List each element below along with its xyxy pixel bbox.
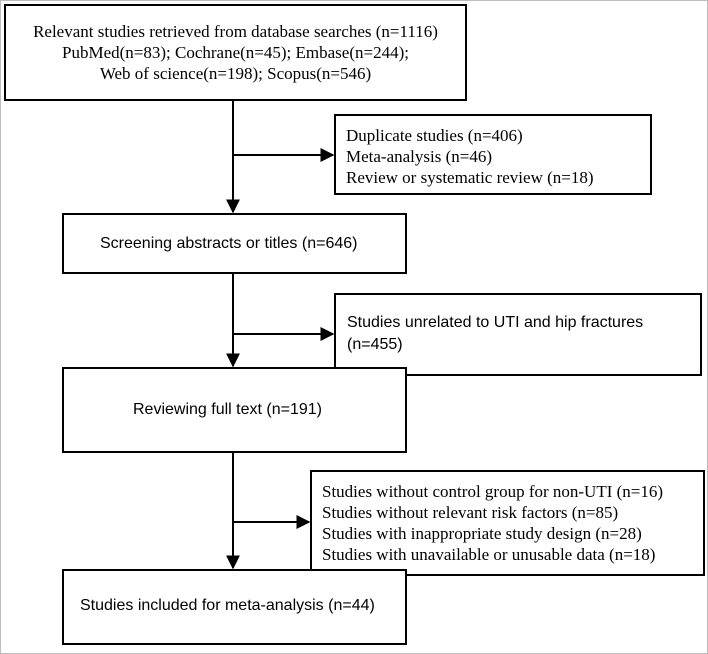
identification-box: Relevant studies retrieved from database… [4,4,467,101]
excluded-box-2: Studies unrelated to UTI and hip fractur… [334,293,702,376]
excluded-1-line-1: Duplicate studies (n=406) [346,126,523,145]
excluded-2-line-1: Studies unrelated to UTI and hip fractur… [347,314,644,331]
full-text-line-1: Reviewing full text (n=191) [133,401,322,418]
excluded-2-line-2: (n=455) [347,336,403,353]
identification-line-1: Relevant studies retrieved from database… [33,22,438,41]
excluded-1-line-2: Meta-analysis (n=46) [346,147,493,166]
excluded-box-1: Duplicate studies (n=406) Meta-analysis … [334,114,652,195]
excluded-3-line-3: Studies with inappropriate study design … [322,524,642,543]
included-box: Studies included for meta-analysis (n=44… [62,569,407,645]
identification-line-3: Web of science(n=198); Scopus(n=546) [99,64,372,83]
excluded-3-line-4: Studies with unavailable or unusable dat… [322,545,656,564]
excluded-3-line-2: Studies without relevant risk factors (n… [322,503,619,522]
excluded-3-line-1: Studies without control group for non-UT… [322,482,664,501]
screening-line-1: Screening abstracts or titles (n=646) [100,235,358,252]
included-line-1: Studies included for meta-analysis (n=44… [80,597,375,614]
full-text-box: Reviewing full text (n=191) [62,367,407,453]
screening-box: Screening abstracts or titles (n=646) [62,213,407,274]
excluded-box-3: Studies without control group for non-UT… [310,470,705,576]
excluded-1-line-3: Review or systematic review (n=18) [346,168,594,187]
identification-line-2: PubMed(n=83); Cochrane(n=45); Embase(n=2… [62,43,409,62]
